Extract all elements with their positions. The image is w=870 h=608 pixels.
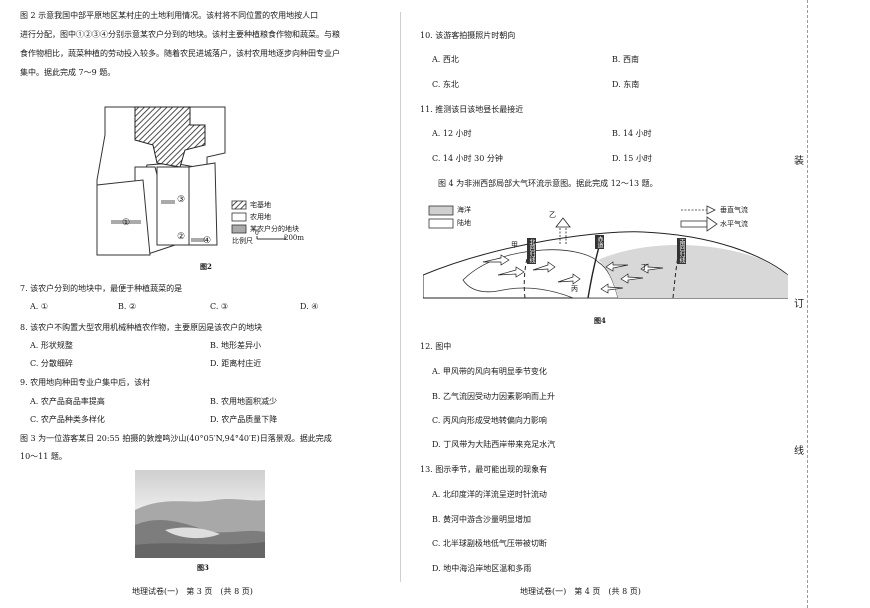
circulation-diagram-graphic xyxy=(422,200,789,305)
figure-4-caption: 图4 xyxy=(594,316,606,325)
q9-option-a: A. 农产品商品率提高 xyxy=(30,397,105,406)
intro2-line-1: 图 3 为一位游客某日 20:55 拍摄的敦煌鸣沙山(40°05′N,94°40… xyxy=(20,434,332,443)
scale-value: 200m xyxy=(284,234,304,242)
q10-option-a: A. 西北 xyxy=(432,55,459,64)
plot-label-3: ③ xyxy=(177,195,186,205)
q10-option-b: B. 西南 xyxy=(612,55,639,64)
intro-line-4: 集中。据此完成 7～9 题。 xyxy=(20,68,116,77)
figure-3-dune-photo xyxy=(135,470,265,558)
q7-option-c: C. ③ xyxy=(210,302,229,311)
legend-farmer-plot: 某农户分的地块 xyxy=(250,225,299,233)
intro-line-3: 食作物相比，蔬菜种植的劳动投入较多。随着农民进城落户，该村农用地逐步向种田专业户 xyxy=(20,49,340,58)
question-11-stem: 11. 推测该日该地昼长最接近 xyxy=(420,105,524,114)
label-ding: 丁 xyxy=(641,263,648,271)
q11-option-b: B. 14 小时 xyxy=(612,129,652,138)
page-divider xyxy=(400,12,401,582)
intro-line-2: 进行分配，图中①②③④分别示意某农户分到的地块。该村主要种植粮食作物和蔬菜。与粮 xyxy=(20,30,340,39)
intro3: 图 4 为非洲西部局部大气环流示意图。据此完成 12～13 题。 xyxy=(438,179,658,188)
binding-char-xian: 线 xyxy=(794,440,804,459)
legend-horizontal-flow: 水平气流 xyxy=(720,220,748,228)
figure-2-land-use-map: ① ③ ② ④ 宅基地 农用地 某农户分的地块 比例尺 0 200m xyxy=(95,105,320,270)
q13-option-d: D. 地中海沿岸地区温和多雨 xyxy=(432,564,532,573)
question-10-stem: 10. 该游客拍摄照片时朝向 xyxy=(420,31,516,40)
q10-option-c: C. 东北 xyxy=(432,80,459,89)
scale-label: 比例尺 xyxy=(232,237,253,245)
legend-vertical-flow: 垂直气流 xyxy=(720,206,748,214)
label-south-tropic: 南回归线 xyxy=(677,238,686,264)
label-north-tropic: 北回归线 xyxy=(527,238,536,264)
q7-option-d: D. ④ xyxy=(300,302,319,311)
q8-option-b: B. 地形差异小 xyxy=(210,341,261,350)
intro2-line-2: 10～11 题。 xyxy=(20,452,67,461)
question-13-stem: 13. 图示季节，最可能出现的现象有 xyxy=(420,465,548,474)
q10-option-d: D. 东南 xyxy=(612,80,640,89)
q13-option-b: B. 黄河中游含沙量明显增加 xyxy=(432,515,531,524)
q9-option-c: C. 农产品种类多样化 xyxy=(30,415,105,424)
land-use-map-graphic xyxy=(96,106,286,256)
figure-2-caption: 图2 xyxy=(200,262,212,271)
q11-option-a: A. 12 小时 xyxy=(432,129,472,138)
question-8-stem: 8. 该农户不购置大型农用机械种植农作物，主要原因是该农户的地块 xyxy=(20,323,263,332)
q12-option-b: B. 乙气流因受动力因素影响而上升 xyxy=(432,392,555,401)
plot-label-4: ④ xyxy=(203,236,212,246)
q9-option-d: D. 农产品质量下降 xyxy=(210,415,278,424)
q13-option-c: C. 北半球副极地低气压带被切断 xyxy=(432,539,547,548)
binding-char-zhuang: 装 xyxy=(794,150,804,169)
q12-option-c: C. 丙风向形成受地转偏向力影响 xyxy=(432,416,547,425)
label-bing: 丙 xyxy=(571,285,578,293)
q7-option-a: A. ① xyxy=(30,302,49,311)
question-12-stem: 12. 图中 xyxy=(420,342,452,351)
figure-3-caption: 图3 xyxy=(197,563,209,572)
legend-farmland: 农用地 xyxy=(250,213,271,221)
q12-option-d: D. 丁风带为大陆西岸带来充足水汽 xyxy=(432,440,556,449)
legend-homestead: 宅基地 xyxy=(250,201,271,209)
intro-line-1: 图 2 示意我国中部平原地区某村庄的土地利用情况。该村将不同位置的农用地按人口 xyxy=(20,11,319,20)
q8-option-c: C. 分散细碎 xyxy=(30,359,73,368)
question-7-stem: 7. 该农户分到的地块中，最便于种植蔬菜的是 xyxy=(20,284,183,293)
q11-option-c: C. 14 小时 30 分钟 xyxy=(432,154,503,163)
q12-option-a: A. 甲风带的风向有明显季节变化 xyxy=(432,367,547,376)
question-9-stem: 9. 农用地向种田专业户集中后，该村 xyxy=(20,378,151,387)
label-equator: 赤道 xyxy=(595,235,604,249)
q8-option-a: A. 形状规整 xyxy=(30,341,73,350)
figure-4-circulation-diagram: 海洋 陆地 垂直气流 水平气流 甲 乙 丙 丁 北回归线 赤道 南回归线 xyxy=(422,200,789,305)
left-page-footer: 地理试卷(一) 第 3 页 (共 8 页) xyxy=(132,587,253,596)
legend-land: 陆地 xyxy=(457,219,471,227)
right-page-footer: 地理试卷(一) 第 4 页 (共 8 页) xyxy=(520,587,641,596)
binding-char-ding: 订 xyxy=(794,293,804,312)
q9-option-b: B. 农用地面积减少 xyxy=(210,397,277,406)
q13-option-a: A. 北印度洋的洋流呈逆时针流动 xyxy=(432,490,547,499)
plot-label-1: ① xyxy=(122,218,131,228)
scale-zero: 0 xyxy=(255,230,259,237)
legend-ocean: 海洋 xyxy=(457,206,471,214)
q8-option-d: D. 距离村庄近 xyxy=(210,359,262,368)
plot-label-2: ② xyxy=(177,232,186,242)
dune-sunset-image xyxy=(135,470,265,558)
label-jia: 甲 xyxy=(511,241,518,249)
binding-line xyxy=(807,0,808,608)
label-yi: 乙 xyxy=(549,211,556,219)
q11-option-d: D. 15 小时 xyxy=(612,154,652,163)
q7-option-b: B. ② xyxy=(118,302,137,311)
